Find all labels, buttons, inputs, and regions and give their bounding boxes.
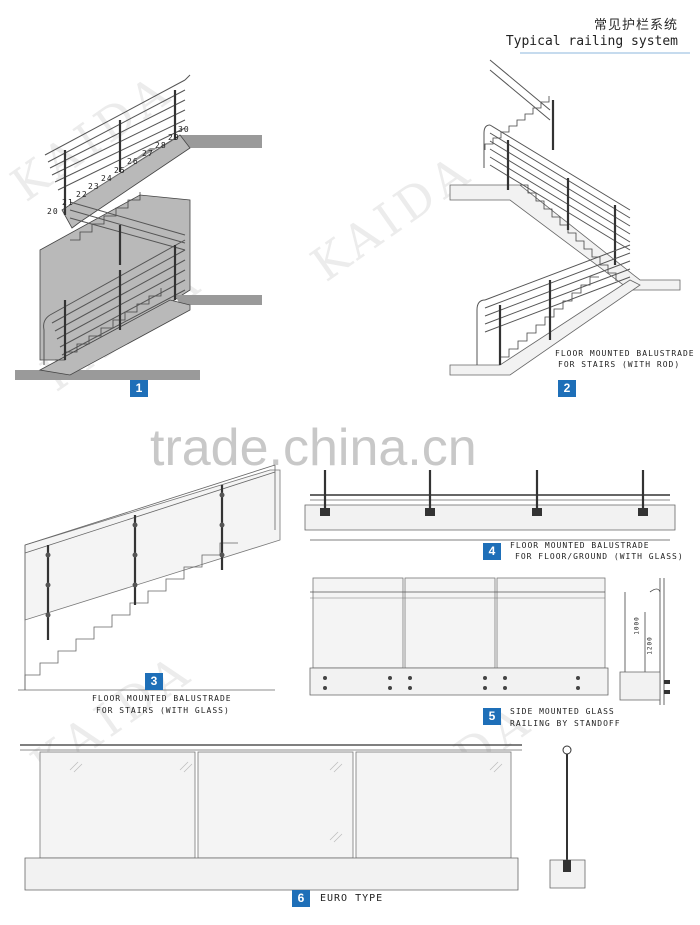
diagram-number-badge: 1 bbox=[130, 380, 148, 397]
step-number: 22 bbox=[76, 190, 88, 199]
step-number: 28 bbox=[155, 141, 167, 150]
diagram-4-caption: Floor mounted balustrade bbox=[510, 541, 650, 550]
diagram-3-caption: for stairs (with glass) bbox=[96, 706, 230, 715]
diagram-number-badge: 6 bbox=[292, 890, 310, 907]
diagram-2-caption: Floor mounted balustrade bbox=[555, 349, 695, 358]
diagram-number-badge: 5 bbox=[483, 708, 501, 725]
site-watermark: trade.china.cn bbox=[150, 419, 477, 477]
header-rule bbox=[520, 52, 690, 54]
title-english: Typical railing system bbox=[505, 34, 678, 49]
diagram-4-floor-glass bbox=[304, 470, 676, 541]
diagram-2-caption: for stairs (with rod) bbox=[558, 360, 681, 369]
diagram-5-side-mounted bbox=[309, 577, 670, 705]
diagram-4-caption: for floor/ground (with glass) bbox=[515, 552, 684, 561]
step-number: 26 bbox=[127, 157, 139, 166]
diagram-number-badge: 2 bbox=[558, 380, 576, 397]
step-number: 23 bbox=[88, 182, 100, 191]
diagram-5-caption: railing by standoff bbox=[510, 719, 621, 728]
diagram-5-caption: Side mounted glass bbox=[510, 707, 615, 716]
step-number: 21 bbox=[62, 198, 74, 207]
step-number: 20 bbox=[47, 207, 59, 216]
diagram-3-caption: Floor mounted balustrade bbox=[92, 694, 232, 703]
diagram-number-badge: 3 bbox=[145, 673, 163, 690]
diagram-1-stair-rods bbox=[15, 74, 262, 380]
title-chinese: 常见护栏系统 bbox=[593, 18, 678, 33]
diagram-2-stair-section bbox=[449, 59, 681, 376]
diagram-6-caption: Euro type bbox=[320, 893, 384, 904]
step-number: 24 bbox=[101, 174, 113, 183]
diagram-3-glass-stair bbox=[18, 464, 281, 691]
step-number: 27 bbox=[142, 149, 154, 158]
diagram-number-badge: 4 bbox=[483, 543, 501, 560]
step-number: 29 bbox=[168, 133, 180, 142]
step-number: 30 bbox=[178, 125, 190, 134]
step-number: 25 bbox=[114, 166, 126, 175]
